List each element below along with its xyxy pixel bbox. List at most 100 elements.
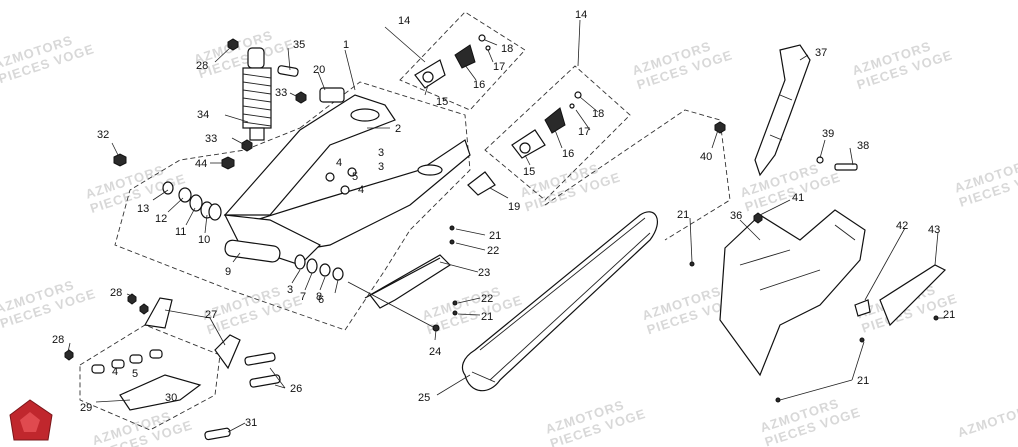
callout-16: 16 xyxy=(473,79,485,91)
callout-11: 11 xyxy=(175,226,186,238)
chain-slider-box-lower xyxy=(484,65,631,201)
chain-guide-20 xyxy=(319,87,345,103)
azmotors-logo xyxy=(9,399,53,441)
bolt-26a xyxy=(244,352,276,366)
callout-23: 23 xyxy=(478,267,490,279)
callout-21: 21 xyxy=(943,309,955,321)
callout-15: 15 xyxy=(436,96,448,108)
clip-42 xyxy=(854,299,871,317)
callout-13: 13 xyxy=(137,203,149,215)
callout-4: 4 xyxy=(336,157,342,169)
callout-40: 40 xyxy=(700,151,712,163)
callout-3: 3 xyxy=(378,161,384,173)
callout-33: 33 xyxy=(205,133,217,145)
swingarm-assembly-box xyxy=(114,81,471,331)
callout-26: 26 xyxy=(290,383,302,395)
bolt-38 xyxy=(834,163,858,171)
callout-16: 16 xyxy=(562,148,574,160)
callout-43: 43 xyxy=(928,224,940,236)
callout-20: 20 xyxy=(313,64,325,76)
shock-top-mount xyxy=(247,47,265,69)
nut-33-upper xyxy=(295,91,307,104)
callout-7: 7 xyxy=(300,291,306,303)
callout-22: 22 xyxy=(487,245,499,257)
callout-3: 3 xyxy=(378,147,384,159)
callout-3: 3 xyxy=(287,284,293,296)
callout-1: 1 xyxy=(343,39,349,51)
callout-15: 15 xyxy=(523,166,535,178)
callout-4: 4 xyxy=(358,184,364,196)
callout-29: 29 xyxy=(80,402,92,414)
link-plate-29 xyxy=(119,374,202,411)
callout-5: 5 xyxy=(132,368,138,380)
callout-32: 32 xyxy=(97,129,109,141)
callout-21: 21 xyxy=(481,311,493,323)
chain-slider-lower xyxy=(467,91,582,196)
bracket-27 xyxy=(144,297,173,329)
callout-31: 31 xyxy=(245,417,257,429)
callout-24: 24 xyxy=(429,346,441,358)
callout-17: 17 xyxy=(578,126,590,138)
linkage-parts xyxy=(64,254,451,441)
callout-44: 44 xyxy=(195,158,207,170)
bolt-26b xyxy=(249,374,281,388)
callout-41: 41 xyxy=(792,192,804,204)
drive-chain-25 xyxy=(461,211,658,392)
stand-assembly-outline xyxy=(544,109,731,241)
leader-lines xyxy=(67,19,945,433)
bolt-24 xyxy=(347,281,436,329)
shock-bottom-mount xyxy=(249,127,265,141)
step-43 xyxy=(879,264,947,327)
callout-19: 19 xyxy=(508,201,520,213)
watermark-text: AZMOTORS xyxy=(956,400,1018,440)
callout-36: 36 xyxy=(730,210,742,222)
callout-27: 27 xyxy=(205,309,217,321)
footrest-mount-36 xyxy=(719,209,866,377)
callout-25: 25 xyxy=(418,392,430,404)
callout-6: 6 xyxy=(318,294,324,306)
callout-14: 14 xyxy=(398,15,410,27)
bolt-35 xyxy=(277,65,299,77)
callout-30: 30 xyxy=(165,392,177,404)
callout-22: 22 xyxy=(481,293,493,305)
callout-33: 33 xyxy=(275,87,287,99)
rear-shock-absorber xyxy=(242,47,272,141)
swingarm-pivot-housing xyxy=(223,214,322,266)
callout-12: 12 xyxy=(155,213,167,225)
pivot-shaft-9 xyxy=(224,239,281,263)
callout-42: 42 xyxy=(896,220,908,232)
callout-21: 21 xyxy=(677,209,689,221)
callout-5: 5 xyxy=(352,171,358,183)
callout-28: 28 xyxy=(52,334,64,346)
nut-44 xyxy=(221,156,235,170)
callout-14: 14 xyxy=(575,9,587,21)
callout-9: 9 xyxy=(225,266,231,278)
pivot-parts xyxy=(113,38,344,281)
chain-slider-upper xyxy=(414,34,491,89)
bracket-37 xyxy=(754,44,811,177)
nut-33 xyxy=(241,139,253,152)
callout-34: 34 xyxy=(197,109,209,121)
swingarm-left-arm xyxy=(223,94,396,216)
callout-21: 21 xyxy=(857,375,869,387)
callout-37: 37 xyxy=(815,47,827,59)
callout-21: 21 xyxy=(489,230,501,242)
callout-8: 8 xyxy=(316,291,322,303)
nut-40 xyxy=(714,121,726,134)
chain-tensioner-23 xyxy=(369,254,451,309)
callout-10: 10 xyxy=(198,234,210,246)
callout-4: 4 xyxy=(112,366,118,378)
nut-32 xyxy=(113,153,127,167)
callout-18: 18 xyxy=(501,43,513,55)
bolt-31 xyxy=(204,427,231,441)
callout-17: 17 xyxy=(493,61,505,73)
swingarm xyxy=(223,87,471,266)
footrest-bracket xyxy=(449,44,947,403)
callout-38: 38 xyxy=(857,140,869,152)
callout-39: 39 xyxy=(822,128,834,140)
callout-28: 28 xyxy=(196,60,208,72)
callout-18: 18 xyxy=(592,108,604,120)
chain-slider-19 xyxy=(467,171,496,196)
